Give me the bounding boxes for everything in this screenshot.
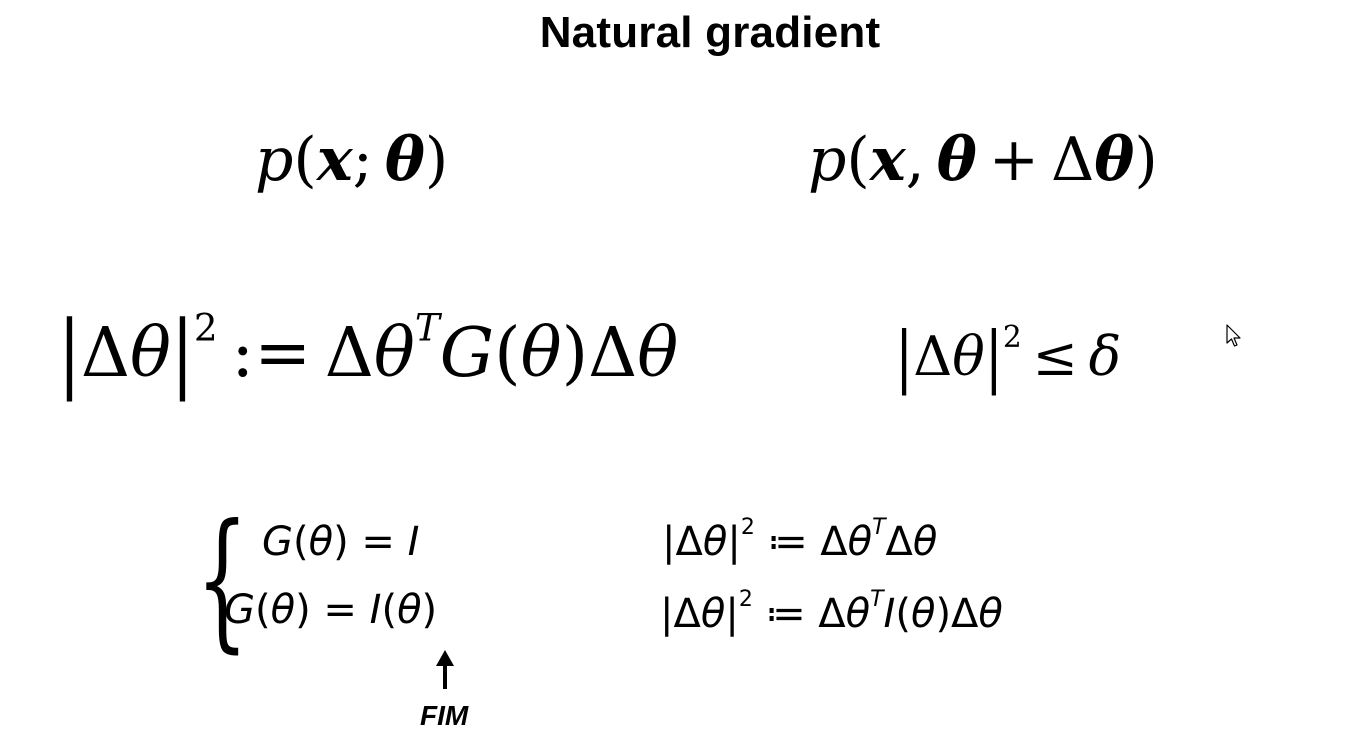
left-brace: { (196, 493, 249, 667)
equation-g-fisher: G(θ) = I(θ) (224, 587, 438, 633)
equation-constraint: |Δθ|2 ≤ δ (895, 317, 1122, 396)
up-arrow-icon (436, 650, 454, 666)
mouse-pointer-icon (1226, 324, 1242, 353)
equation-g-identity: G(θ) = I (262, 519, 420, 565)
up-arrow-shaft (443, 664, 447, 689)
equation-fisher-norm: |Δθ|2 ≔ ΔθTI(θ)Δθ (660, 587, 1003, 637)
fim-label: FIM (420, 700, 469, 731)
equation-euclidean-norm: |Δθ|2 ≔ ΔθTΔθ (662, 515, 938, 565)
equation-p-x-theta: p(x; θ) (255, 125, 449, 195)
slide-title: Natural gradient (539, 8, 881, 57)
equation-p-x-theta-plus-delta: p(x, θ + Δθ) (808, 125, 1158, 195)
equation-metric-definition: |Δθ|2 := ΔθTG(θ)Δθ (58, 304, 679, 403)
